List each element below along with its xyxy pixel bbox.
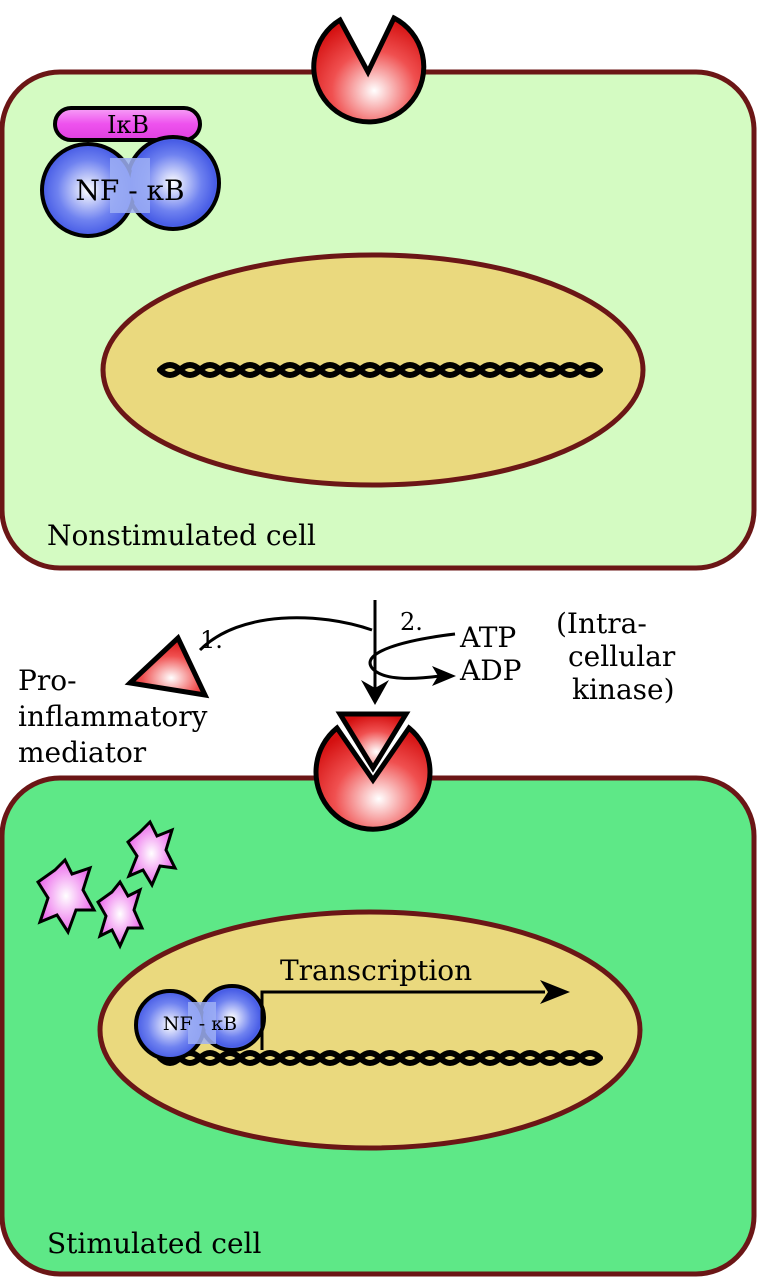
- nfkb-top-label: NF - κB: [75, 174, 184, 207]
- transcription-label: Transcription: [280, 954, 472, 987]
- transcription-arrow-head: [540, 980, 570, 1004]
- step2-label: 2.: [400, 608, 423, 636]
- proinflammatory-mediator-triangle: [124, 633, 210, 699]
- signal-arrow-head: [361, 680, 389, 705]
- nonstimulated-cell-label: Nonstimulated cell: [47, 519, 316, 552]
- stimulated-cell-label: Stimulated cell: [47, 1227, 261, 1260]
- nfkb-complex-nucleus: [134, 984, 266, 1061]
- ikb-fragment-star-1: [126, 819, 178, 889]
- atp-adp-loop: [368, 632, 456, 680]
- ikb-fragment-star-2: [35, 857, 97, 936]
- nfkb-complex-top: [40, 135, 221, 238]
- transcription-arrow-line: [260, 990, 545, 1050]
- proinflammatory-label-line3: mediator: [18, 736, 147, 769]
- nfkb-nucleus-label: NF - κB: [163, 1013, 237, 1035]
- proinflammatory-label-line2: inflammatory: [18, 700, 208, 733]
- atp-adp-arrow-head: [432, 666, 456, 686]
- step1-label: 1.: [200, 626, 223, 654]
- receptor-bottom: [313, 724, 433, 832]
- nucleus-top: [100, 252, 646, 488]
- intracellular-kinase-line1: (Intra-: [556, 607, 647, 640]
- ikb-label: IκB: [107, 111, 149, 139]
- receptor-top: [311, 14, 427, 125]
- proinflammatory-label-line1: Pro-: [18, 664, 77, 697]
- step1-arc: [198, 616, 373, 652]
- adp-label: ADP: [459, 654, 522, 687]
- nucleus-bottom: [97, 909, 643, 1151]
- intracellular-kinase-line3: kinase): [572, 673, 675, 706]
- bound-mediator-triangle: [335, 711, 411, 773]
- ikb-fragment-star-3: [96, 879, 145, 950]
- ikb-protein: [53, 106, 202, 142]
- intracellular-kinase-line2: cellular: [568, 640, 676, 673]
- atp-label: ATP: [459, 621, 516, 654]
